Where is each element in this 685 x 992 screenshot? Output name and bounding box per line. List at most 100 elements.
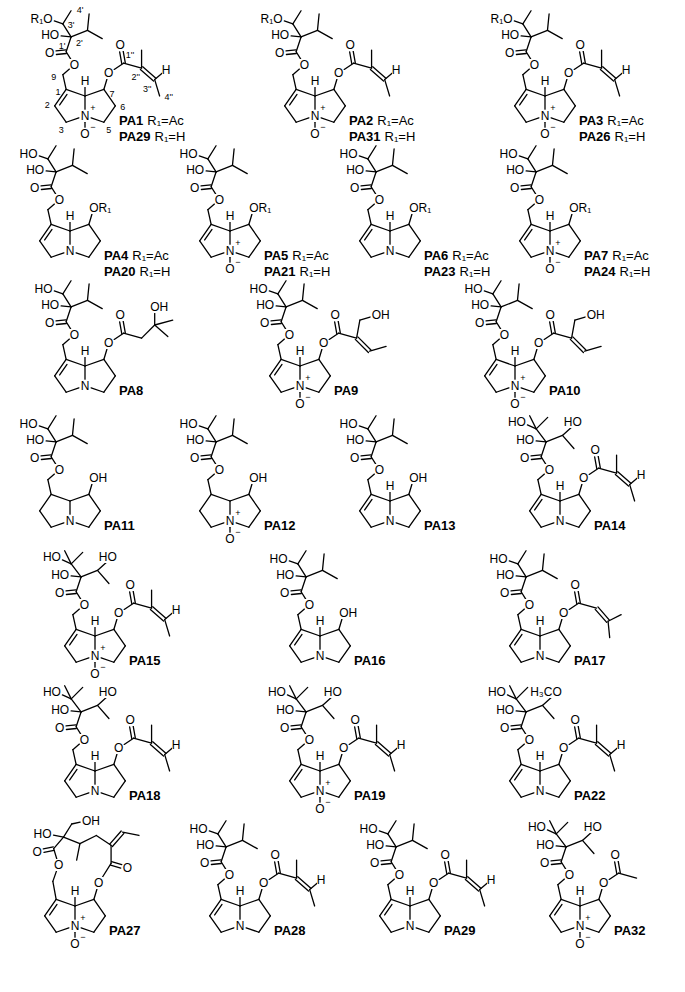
bond-line [89,511,100,527]
bond-line [76,253,89,257]
bond-line [76,712,81,727]
bond-line [539,761,540,771]
bond-line [559,491,560,501]
bond-line [271,319,281,321]
compound-label: PA31 [349,130,381,143]
bond-line [466,860,467,878]
bond-line [388,879,395,885]
bond-line [349,738,358,744]
bond-line [429,899,440,915]
bond-line [271,323,281,325]
bond-line [54,21,63,24]
bond-line [230,494,249,501]
bond-line [391,847,396,862]
locant-number: 9 [51,73,56,82]
bond-line [521,188,531,190]
atom-label: H [397,739,406,751]
atom-label: OH [372,309,390,321]
bond-line [104,376,115,392]
atom-label: O [104,337,113,349]
atom-label: H [536,750,545,762]
bond-line [468,877,481,888]
bond-line [73,744,80,750]
bond-line [416,928,429,932]
bond-line [114,63,123,69]
atom-label: N [536,785,545,797]
bond-line [388,821,396,834]
bond-line [200,241,211,257]
bond-line [216,165,232,172]
bond-line [569,603,578,609]
atom-label: O [305,599,314,611]
atom-label: OH [339,607,357,619]
atom-label: HO [488,686,506,698]
atom-label: O [429,877,438,889]
atom-label: O [200,857,209,869]
bond-line [390,494,409,501]
bond-line [114,754,117,764]
bond-line [66,724,76,726]
atom-label: OR₁ [249,202,271,214]
bond-line [51,494,70,501]
bond-line [306,705,322,712]
atom-label: N [66,515,75,527]
bond-line [201,188,211,190]
bond-line [409,896,410,906]
atom-label: N [511,380,520,392]
charge-sign: + [235,239,240,248]
bond-line [205,229,212,239]
compound-label: PA15 [129,654,161,667]
bond-line [373,67,386,78]
bond-line [551,863,561,865]
atom-label: HO [20,148,38,160]
charge-sign: + [80,914,85,923]
atom-label: O [565,869,574,881]
bond-line [48,416,56,429]
bond-line [73,615,76,630]
bond-line [385,80,390,96]
bond-line [579,484,582,494]
bond-line [531,172,536,187]
bond-line [153,742,166,753]
atom-label: H [71,885,80,897]
charge-sign: + [305,374,310,383]
locant-number: 6 [120,103,125,112]
bond-line [485,359,496,375]
bond-line [80,835,96,843]
bond-line [511,724,521,726]
bond-line [371,523,384,527]
atom-label: O [315,803,324,815]
locant-number: 4'' [164,93,172,102]
charge-sign: − [90,123,95,132]
bond-line [561,928,574,932]
bond-line [315,89,334,96]
bond-line [368,480,371,495]
substituent-label: R₁=H [620,265,651,278]
compound-label: PA21 [264,265,296,278]
bond-line [389,491,390,501]
bond-line [359,738,377,743]
bond-line [448,861,450,873]
compound-label: PA28 [274,924,306,937]
bond-line [298,609,305,615]
bond-line [511,589,521,591]
bond-line [516,53,526,55]
bond-line [546,793,559,797]
bond-line [94,636,95,649]
bond-line [599,468,617,473]
bond-line [165,755,170,771]
bond-line [221,928,234,932]
compound-label: PA11 [104,519,135,532]
bond-line [71,300,87,307]
bond-line [232,165,247,173]
bond-line [134,603,152,608]
bond-line [259,916,270,932]
atom-label: HO [564,416,582,428]
bond-line [526,89,545,96]
bond-line [298,551,306,564]
bond-line [319,376,330,392]
atom-label: O [54,859,63,871]
bond-line [242,840,257,848]
atom-label: N [226,515,235,527]
atom-label: O [55,722,64,734]
